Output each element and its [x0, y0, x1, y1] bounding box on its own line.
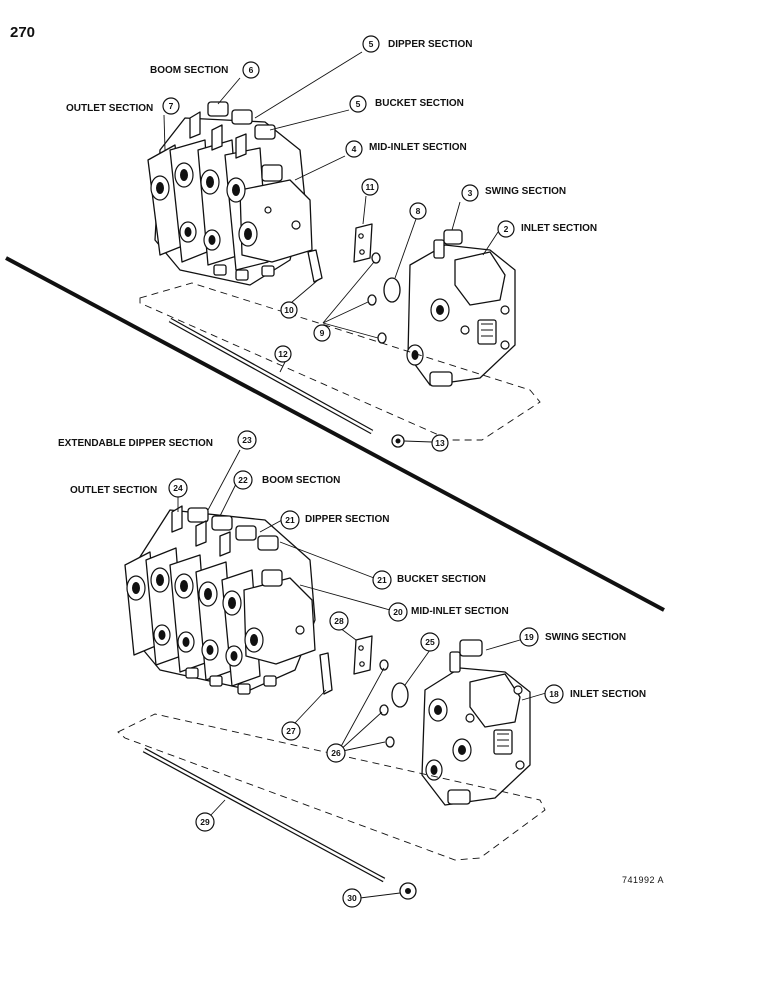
callout-21-bucket: 21 [377, 575, 387, 585]
callout-5-bucket: 5 [356, 99, 361, 109]
label-outlet-section-upper: OUTLET SECTION [66, 103, 153, 114]
callout-25: 25 [425, 637, 435, 647]
lower-valve-bank [124, 505, 316, 695]
callout-13: 13 [435, 438, 445, 448]
callout-9: 9 [320, 328, 325, 338]
callout-21-dipper: 21 [285, 515, 295, 525]
separator-line [5, 256, 665, 612]
callout-23: 23 [242, 435, 252, 445]
callout-30: 30 [347, 893, 357, 903]
label-extendable-dipper-section: EXTENDABLE DIPPER SECTION [58, 438, 213, 449]
callout-20: 20 [393, 607, 403, 617]
label-inlet-section-lower: INLET SECTION [570, 689, 646, 700]
label-swing-section-upper: SWING SECTION [485, 186, 566, 197]
callout-6: 6 [249, 65, 254, 75]
label-swing-section-lower: SWING SECTION [545, 632, 626, 643]
lower-leaders [177, 449, 547, 899]
label-dipper-section-lower: DIPPER SECTION [305, 514, 389, 525]
callout-26: 26 [331, 748, 341, 758]
label-outlet-section-lower: OUTLET SECTION [70, 485, 157, 496]
label-mid-inlet-section-lower: MID-INLET SECTION [411, 606, 509, 617]
label-boom-section-upper: BOOM SECTION [150, 65, 228, 76]
callout-4: 4 [352, 144, 357, 154]
lower-inlet-swing-section [421, 639, 531, 806]
label-dipper-section-upper: DIPPER SECTION [388, 39, 472, 50]
label-mid-inlet-section-upper: MID-INLET SECTION [369, 142, 467, 153]
callout-5-dipper: 5 [369, 39, 374, 49]
label-inlet-section-upper: INLET SECTION [521, 223, 597, 234]
callout-19: 19 [524, 632, 534, 642]
callout-2: 2 [504, 224, 509, 234]
callout-22: 22 [238, 475, 248, 485]
upper-loose-parts [139, 223, 541, 448]
callout-29: 29 [200, 817, 210, 827]
callout-7: 7 [169, 101, 174, 111]
label-boom-section-lower: BOOM SECTION [262, 475, 340, 486]
figure-code: 741992 A [622, 875, 665, 885]
lower-callouts: EXTENDABLE DIPPER SECTION 23 BOOM SECTIO… [58, 430, 646, 908]
page-number: 270 [10, 24, 36, 41]
upper-inlet-swing-section [406, 229, 516, 387]
callout-11: 11 [366, 182, 375, 192]
label-bucket-section-upper: BUCKET SECTION [375, 98, 464, 109]
callout-27: 27 [286, 726, 296, 736]
upper-valve-bank [147, 101, 313, 286]
callout-24: 24 [173, 483, 183, 493]
callout-10: 10 [284, 305, 294, 315]
upper-callouts: DIPPER SECTION 5 BOOM SECTION 6 OUTLET S… [66, 35, 597, 452]
callout-8: 8 [416, 206, 421, 216]
callout-12: 12 [278, 349, 288, 359]
label-bucket-section-lower: BUCKET SECTION [397, 574, 486, 585]
lower-loose-parts [117, 635, 546, 900]
callout-28: 28 [334, 616, 344, 626]
upper-leaders [163, 51, 499, 443]
callout-18: 18 [549, 689, 559, 699]
callout-3: 3 [468, 188, 473, 198]
